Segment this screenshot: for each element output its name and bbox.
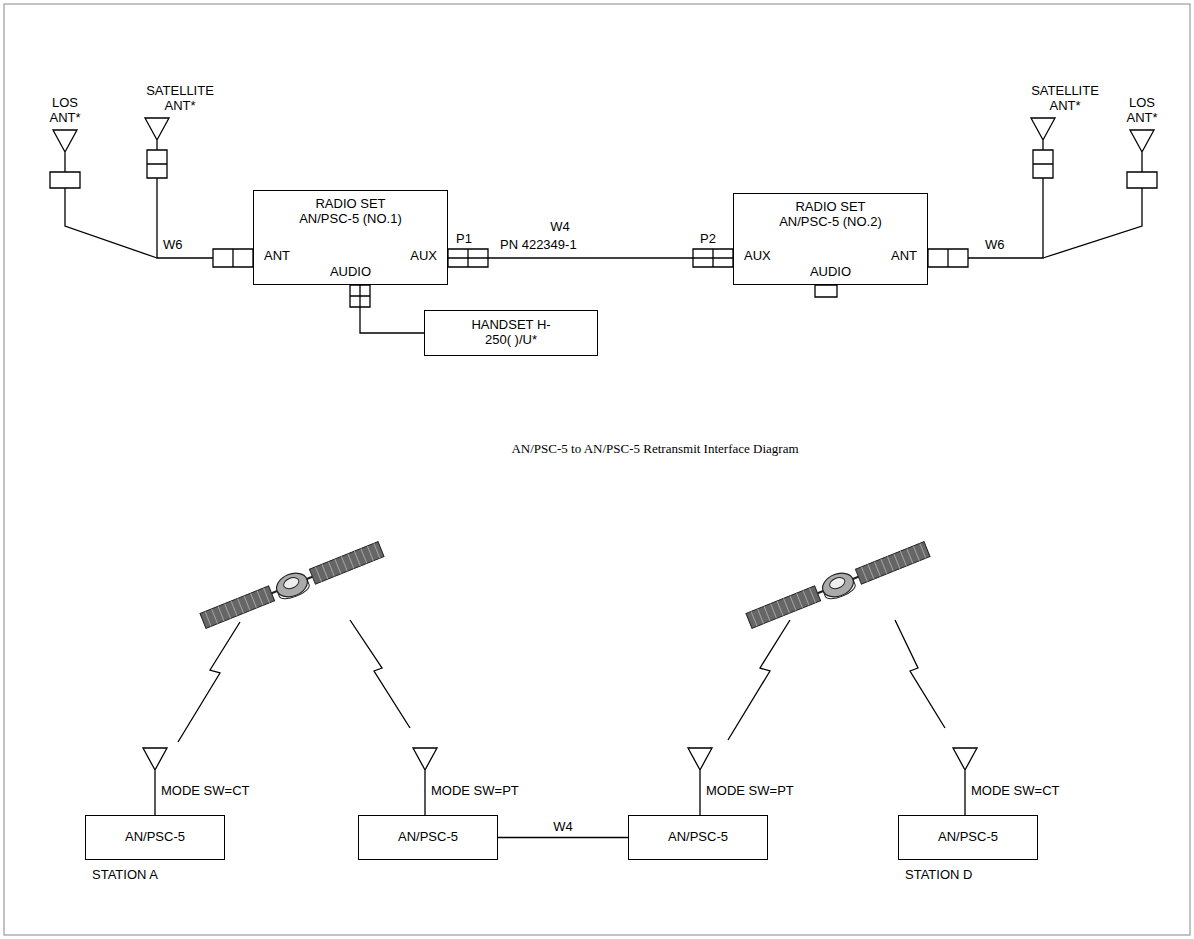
radio-link [728,620,790,740]
antenna-symbol [688,748,712,815]
frame [4,4,1190,935]
radio-box: AN/PSC-5 [628,815,768,860]
connector [928,249,968,267]
cable-label: W6 [985,238,1005,253]
radio-box: AN/PSC-5 [85,815,225,860]
node-text: ANT [891,249,917,264]
radio-link [895,620,945,728]
radio-set-box: RADIO SET AN/PSC-5 (NO.1) ANT AUDIO AUX [253,190,448,285]
mode-switch-label: MODE SW=CT [971,784,1059,799]
antenna-symbol [413,748,437,815]
node-text: RADIO SET AN/PSC-5 (NO.1) [296,197,406,227]
node-text: HANDSET H-250( )/U* [461,318,561,348]
handset-box: HANDSET H-250( )/U* [424,310,598,356]
node-text: AUX [744,249,771,264]
node-text: AN/PSC-5 [668,830,728,845]
node-text: AUDIO [810,265,851,280]
figure-caption: AN/PSC-5 to AN/PSC-5 Retransmit Interfac… [511,442,798,457]
connector [815,285,837,297]
radio-link [178,622,240,742]
radio-box: AN/PSC-5 [358,815,498,860]
satellite [199,539,386,632]
antenna-label: LOS ANT* [43,96,87,126]
los-antenna [1043,130,1157,258]
antenna-label: SATELLITE ANT* [138,84,222,114]
plug-label: P1 [456,232,472,247]
cable-line [448,257,733,258]
node-text: AUDIO [330,265,371,280]
cable-line [360,285,424,333]
node-text: ANT [264,249,290,264]
antenna-symbol [953,748,977,815]
satellite-antenna [968,118,1055,258]
satellite [745,539,932,632]
node-text: AN/PSC-5 [125,830,185,845]
station-label: STATION D [905,868,972,883]
part-number: PN 422349-1 [500,238,577,253]
plug-label: P2 [700,232,716,247]
node-text: AN/PSC-5 [398,830,458,845]
satellite-antenna [145,118,213,258]
node-text: AN/PSC-5 [938,830,998,845]
antenna-symbol [143,748,167,815]
antenna-label: SATELLITE ANT* [1023,84,1107,114]
connector [213,249,253,267]
radio-link [350,620,410,728]
cable-label: W4 [551,820,575,835]
node-text: RADIO SET AN/PSC-5 (NO.2) [776,200,886,230]
node-text: AUX [410,249,437,264]
antenna-label: LOS ANT* [1120,96,1164,126]
mode-switch-label: MODE SW=CT [161,784,249,799]
cable-line [498,837,628,838]
radio-box: AN/PSC-5 [898,815,1038,860]
cable-label: W6 [163,238,183,253]
mode-switch-label: MODE SW=PT [706,784,794,799]
station-label: STATION A [92,868,158,883]
los-antenna [50,130,157,258]
mode-switch-label: MODE SW=PT [431,784,519,799]
cable-label: W4 [550,220,570,235]
radio-set-box: RADIO SET AN/PSC-5 (NO.2) AUX AUDIO ANT [733,193,928,285]
